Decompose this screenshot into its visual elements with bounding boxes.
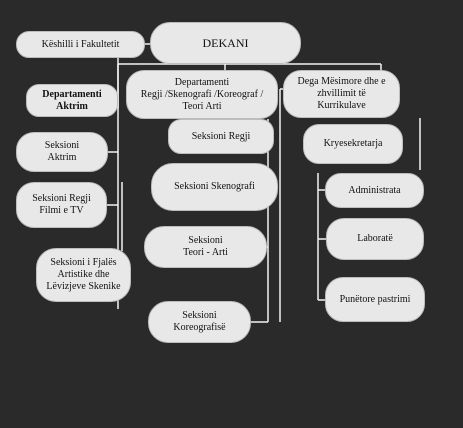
seksioni-aktrim-label: Seksioni Aktrim	[44, 140, 80, 163]
departamenti-aktrim-label: Departamenti Aktrim	[42, 88, 102, 112]
dekani-label: DEKANI	[202, 36, 249, 50]
dekani-box: DEKANI	[150, 22, 301, 64]
seksioni-teori-arti-label: Seksioni Teori - Arti	[183, 235, 228, 258]
keshilli-fakultetit-box: Këshilli i Fakultetit	[16, 31, 145, 58]
departamenti-aktrim-box: Departamenti Aktrim	[26, 84, 118, 117]
administrata-label: Administrata	[348, 184, 401, 196]
kryesekretarja-box: Kryesekretarja	[303, 124, 403, 164]
departamenti-regji-box: Departamenti Regji /Skenografi /Koreogra…	[126, 70, 278, 119]
laborate-label: Laboratë	[357, 233, 393, 244]
seksioni-fjales-label: Seksioni i Fjalës Artistike dhe Lëvizjev…	[46, 257, 121, 292]
seksioni-regji-label: Seksioni Regji	[191, 130, 251, 142]
connector-right-drops	[318, 189, 326, 301]
seksioni-koreografise-label: Seksioni Koreografisë	[173, 310, 226, 333]
departamenti-regji-label: Departamenti Regji /Skenografi /Koreogra…	[140, 76, 264, 112]
seksioni-teori-arti-box: Seksioni Teori - Arti	[144, 226, 267, 268]
seksioni-skenografi-box: Seksioni Skenografi	[151, 163, 278, 211]
laborate-box: Laboratë	[326, 218, 424, 260]
seksioni-fjales-box: Seksioni i Fjalës Artistike dhe Lëvizjev…	[36, 248, 131, 302]
administrata-box: Administrata	[325, 173, 424, 208]
dega-mesimore-label: Dega Mësimore dhe e zhvillimit të Kurrik…	[297, 76, 386, 111]
seksioni-regji-filmi-label: Seksioni Regji Filmi e TV	[32, 193, 91, 216]
punetore-pastrimi-label: Punëtore pastrimi	[339, 293, 411, 305]
seksioni-regji-box: Seksioni Regji	[168, 119, 274, 154]
seksioni-regji-filmi-box: Seksioni Regji Filmi e TV	[16, 182, 107, 228]
seksioni-skenografi-label: Seksioni Skenografi	[174, 181, 255, 192]
seksioni-koreografise-box: Seksioni Koreografisë	[148, 301, 251, 343]
connector-right-top	[280, 64, 382, 90]
kryesekretarja-label: Kryesekretarja	[323, 138, 383, 149]
seksioni-aktrim-box: Seksioni Aktrim	[16, 132, 108, 172]
keshilli-label: Këshilli i Fakultetit	[41, 38, 120, 50]
dega-mesimore-box: Dega Mësimore dhe e zhvillimit të Kurrik…	[283, 70, 400, 118]
punetore-pastrimi-box: Punëtore pastrimi	[325, 277, 425, 322]
